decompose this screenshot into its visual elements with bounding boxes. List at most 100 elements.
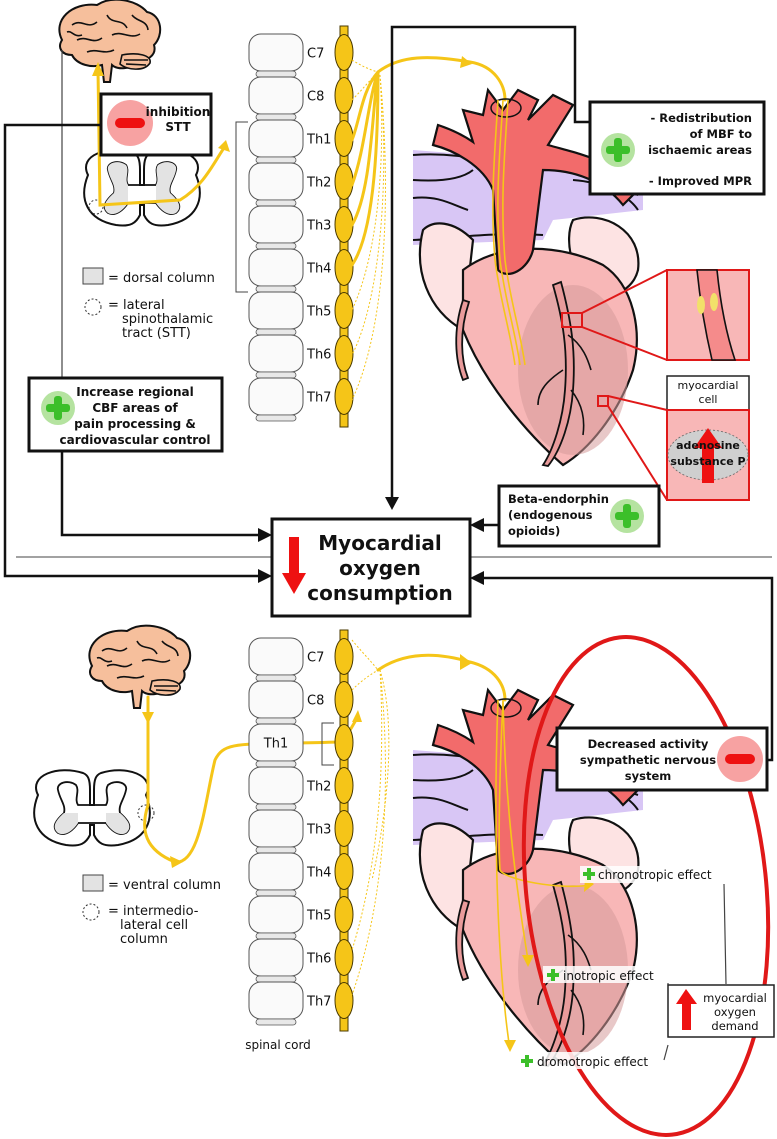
vertebra-label: C7: [307, 47, 324, 62]
intervertebral-disc: [255, 113, 297, 121]
connector-line: [60, 451, 262, 537]
cardiac-efferent-fibers-in-heart: [495, 699, 591, 1051]
cbf-line2: CBF areas of: [92, 401, 178, 415]
substance-p-label: substance P: [670, 455, 745, 468]
vertebra: [248, 680, 304, 719]
sympathetic-line3: system: [625, 769, 671, 783]
legend-ilcc-line1: = intermedio-: [108, 904, 199, 919]
coronary-inset: [561, 269, 750, 361]
inhibition-label: inhibition: [146, 105, 211, 119]
vertebra: [248, 248, 304, 287]
beta-endorphin-line3: opioids): [508, 524, 560, 538]
intervertebral-disc: [255, 156, 297, 164]
demand-line1: myocardial: [703, 991, 767, 1005]
segment-bracket: [235, 121, 248, 293]
sympathetic-ganglion: [334, 638, 354, 675]
vertebra: [248, 981, 304, 1020]
arrow-down-icon: [142, 712, 154, 724]
vertebra-label: Th7: [306, 391, 331, 406]
sympathetic-ganglion: [334, 853, 354, 890]
sympathetic-ganglion: [334, 163, 354, 200]
vertebra: [248, 33, 304, 72]
vertebra-label: Th6: [306, 348, 331, 363]
vertebra: [248, 895, 304, 934]
effect-dromotropic: dromotropic effect: [517, 1052, 664, 1069]
vertebra-label: Th2: [306, 176, 331, 191]
arrow-head-icon: [218, 140, 230, 152]
intervertebral-disc: [255, 371, 297, 379]
intervertebral-disc: [255, 803, 297, 811]
legend-ventral-column: = ventral column: [108, 878, 221, 893]
vertebra: [248, 766, 304, 805]
vertebra-label: Th5: [306, 305, 331, 320]
minus-icon: [717, 736, 763, 782]
beta-endorphin-line2: (endogenous: [508, 508, 593, 522]
vertebra-label: Th5: [306, 909, 331, 924]
redistribution-line2: of MBF to: [690, 127, 752, 141]
intervertebral-disc: [255, 328, 297, 336]
redistribution-line1: - Redistribution: [650, 111, 752, 125]
connector-line: [390, 25, 590, 500]
vertebra-label: Th3: [306, 219, 331, 234]
cardiac-afferent-fibers: [350, 56, 507, 401]
myocardial-cell-title-2: cell: [699, 393, 718, 406]
stt-label: STT: [165, 120, 191, 134]
sympathetic-ganglion: [334, 939, 354, 976]
vertebra: [248, 119, 304, 158]
adenosine-label: adenosine: [676, 439, 740, 452]
vertebra-label: C7: [307, 651, 324, 666]
demand-line2: oxygen: [714, 1005, 756, 1019]
vertebra: [248, 205, 304, 244]
sympathetic-ganglion: [334, 34, 354, 71]
spinal-cord-cross-section-top: [83, 149, 201, 227]
intervertebral-disc: [255, 760, 297, 768]
effect-chronotropic: chronotropic effect: [580, 866, 720, 883]
ascending-pain-pathway: [96, 68, 228, 207]
legend-stt-line1: = lateral: [108, 298, 165, 313]
vertebra: [248, 76, 304, 115]
sympathetic-box: Decreased activity sympathetic nervous s…: [555, 726, 769, 792]
sympathetic-ganglion: [334, 724, 354, 761]
arrow-head-icon: [460, 654, 472, 670]
arrow-down-icon: [385, 497, 399, 510]
sympathetic-line1: Decreased activity: [588, 737, 709, 751]
center-line1: Myocardial: [318, 531, 441, 555]
bottom-panel: = ventral column = intermedio- lateral c…: [33, 571, 775, 1137]
legend-stt-line2: spinothalamic: [122, 312, 213, 327]
legend-ilcc-line3: column: [120, 932, 168, 947]
vertebra: [248, 809, 304, 848]
sympathetic-chain-top: [334, 25, 354, 428]
demand-line3: demand: [711, 1019, 758, 1033]
sympathetic-ganglion: [334, 292, 354, 329]
myocardial-cell-inset: myocardial cell adenosine substance P: [597, 375, 750, 501]
redistribution-line4: - Improved MPR: [649, 174, 752, 188]
redistribution-line3: ischaemic areas: [648, 143, 752, 157]
vertebra-label: C8: [307, 90, 324, 105]
vertebra-label: Th1: [263, 737, 288, 752]
intervertebral-disc: [255, 1018, 297, 1026]
intervertebral-disc: [255, 199, 297, 207]
dorsal-column-shade: [104, 162, 128, 215]
sympathetic-ganglion: [334, 249, 354, 286]
vertebra-label: C8: [307, 694, 324, 709]
sympathetic-ganglion: [334, 982, 354, 1019]
intervertebral-disc: [255, 674, 297, 682]
beta-endorphin-line1: Beta-endorphin: [508, 492, 609, 506]
vertebra-label: Th1: [306, 133, 331, 148]
sympathetic-ganglion: [334, 206, 354, 243]
arrow-up-icon: [682, 1002, 691, 1030]
legend-stt-line3: tract (STT): [122, 326, 191, 341]
intervertebral-disc: [255, 242, 297, 250]
intervertebral-disc: [255, 285, 297, 293]
brain-illustration-bottom: [88, 624, 192, 709]
stt-marker: [88, 199, 104, 215]
vertebra-label: Th7: [306, 995, 331, 1010]
intervertebral-disc: [255, 846, 297, 854]
myocardial-cell-title-1: myocardial: [678, 379, 739, 392]
vertebra-label: Th2: [306, 780, 331, 795]
oxygen-demand-box: myocardial oxygen demand: [667, 984, 775, 1038]
effect-label: inotropic effect: [563, 969, 654, 983]
brain-illustration-top: [58, 0, 162, 84]
